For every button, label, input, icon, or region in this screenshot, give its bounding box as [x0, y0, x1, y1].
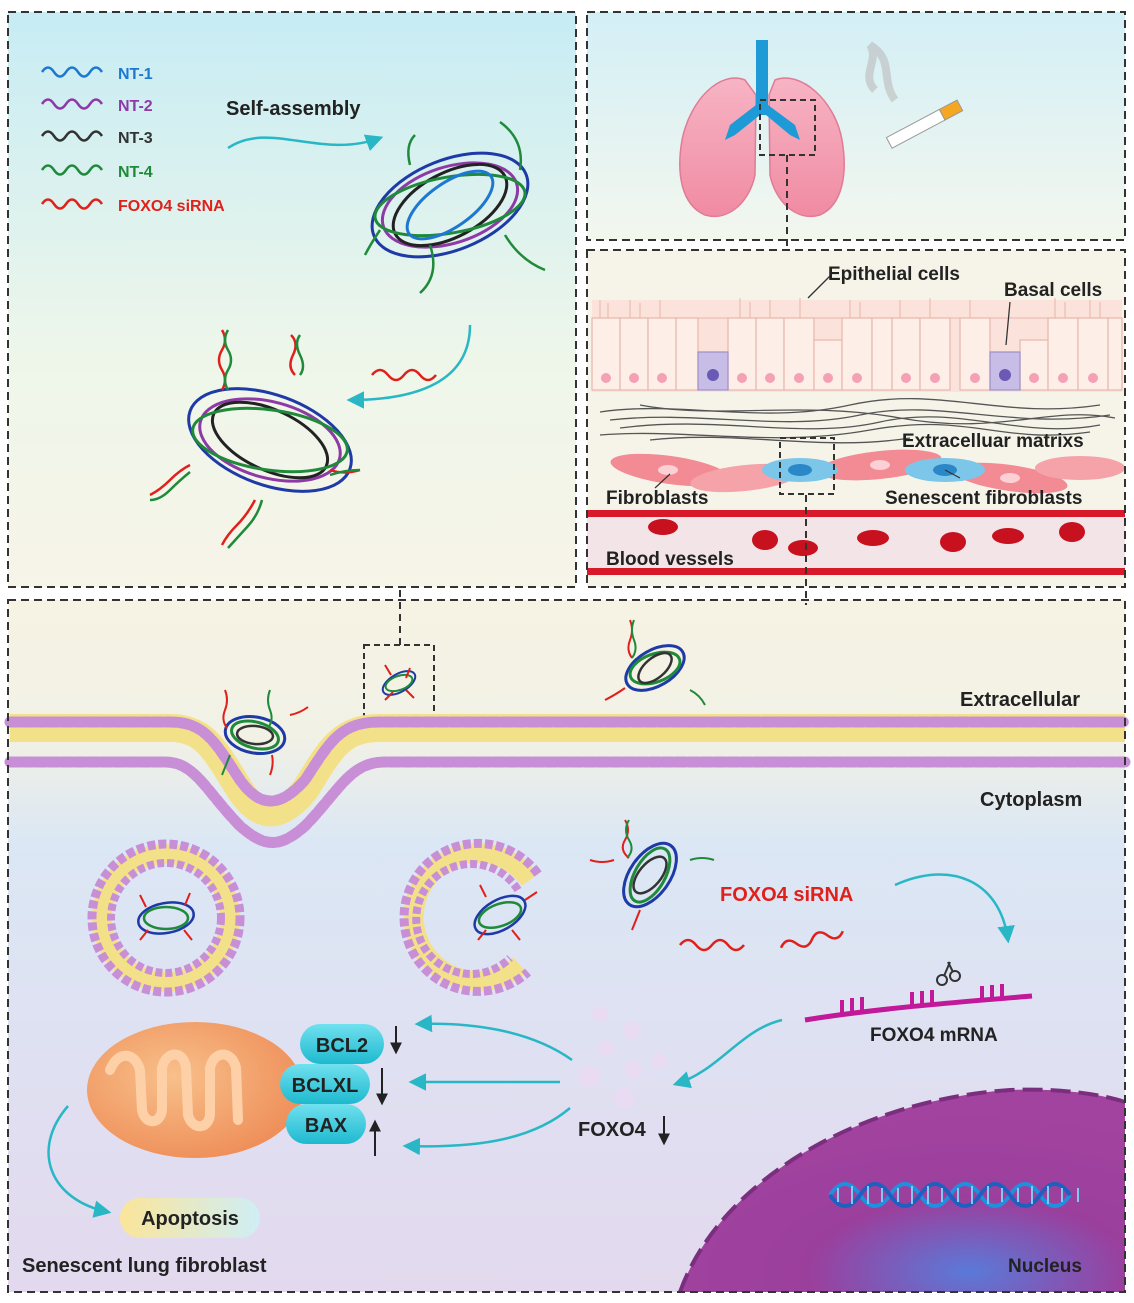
ecm-label: Extracelluar matrixs: [902, 431, 1084, 452]
lung-zoom-box: [759, 99, 816, 156]
cell-title: Senescent lung fibroblast: [22, 1255, 267, 1277]
blood-vessels-label: Blood vessels: [606, 549, 734, 570]
apoptosis-pill: Apoptosis: [120, 1198, 260, 1238]
cigarette-icon: [865, 41, 964, 149]
mito-to-apoptosis-arrow: [47, 1105, 112, 1218]
bcl2-pill: BCL2: [300, 1024, 384, 1064]
endosome-escape: [399, 838, 542, 996]
legend-label-nt1: NT-1: [118, 66, 153, 83]
foxo4-protein: [578, 1006, 667, 1108]
mrna-to-protein-arrow: [672, 1018, 783, 1089]
epithelial-label: Epithelial cells: [828, 264, 960, 285]
sirna-attach-arrow: [346, 324, 472, 409]
panel-b-border: [586, 11, 1126, 241]
trachea: [725, 40, 800, 140]
extracellular-matrix: [599, 397, 1116, 444]
cell-membrane: [4, 714, 1131, 848]
dna-helix-icon: [828, 1182, 1079, 1208]
self-assembly-arrow: [227, 134, 384, 152]
apoptosis-label: Apoptosis: [141, 1208, 239, 1230]
bclxl-pill: BCLXL: [280, 1064, 370, 1104]
panel-b: [586, 11, 1126, 241]
free-sirna-icon: [371, 368, 437, 382]
bcl2-label: BCL2: [316, 1035, 368, 1057]
bax-pill: BAX: [286, 1104, 366, 1144]
panel-c-border: [586, 249, 1126, 588]
nanoparticle-extracellular: [604, 619, 706, 736]
legend-label-nt3: NT-3: [118, 130, 153, 147]
basal-label: Basal cells: [1004, 280, 1102, 301]
legend-item-nt3: NT-3: [40, 130, 153, 147]
bclxl-label: BCLXL: [292, 1075, 359, 1097]
nanoparticle-endocytosis: [221, 689, 309, 776]
epithelial-pointer: [807, 275, 831, 299]
panel-b-background: [587, 12, 1125, 240]
fibroblast-zoom-box: [779, 437, 835, 495]
nt2-strand-icon: [40, 98, 104, 110]
extracellular-label: Extracellular: [960, 689, 1080, 711]
dna-tetrahedron-sirna: [149, 329, 361, 549]
nucleus-label: Nucleus: [1008, 1256, 1082, 1277]
fibroblasts-label: Fibroblasts: [606, 488, 708, 509]
epithelial-layer: [591, 298, 1123, 392]
self-assembly-label: Self-assembly: [226, 98, 361, 120]
nt1-strand-icon: [40, 66, 104, 78]
bax-label: BAX: [305, 1115, 348, 1137]
blood-vessel: [587, 510, 1125, 575]
nanoparticle-small: [381, 664, 417, 701]
panel-a: NT-1 NT-2 NT-3 NT-4 FOXO4 siRNA Self-ass…: [7, 11, 577, 588]
foxo4-label: FOXO4: [578, 1119, 647, 1141]
legend-label-sirna: FOXO4 siRNA: [118, 198, 225, 215]
legend-item-nt4: NT-4: [40, 164, 153, 181]
foxo4-to-bax-arrow: [402, 1107, 571, 1156]
nanoparticle-cytoplasm: [589, 819, 715, 931]
foxo4-to-bcl2-arrow: [414, 1014, 573, 1062]
legend-item-nt1: NT-1: [40, 66, 153, 83]
released-sirna: [679, 938, 745, 952]
basal-pointer: [1005, 301, 1011, 346]
mrna-label: FOXO4 mRNA: [870, 1025, 998, 1046]
left-lung: [679, 77, 757, 218]
dna-tetrahedron-top: [363, 120, 546, 294]
legend-label-nt2: NT-2: [118, 98, 153, 115]
endosome-closed: [87, 839, 245, 997]
sirna-label: FOXO4 siRNA: [720, 884, 853, 906]
legend-item-nt2: NT-2: [40, 98, 153, 115]
legend-item-sirna: FOXO4 siRNA: [40, 198, 225, 215]
senescent-label: Senescent fibroblasts: [885, 488, 1082, 509]
legend-label-nt4: NT-4: [118, 164, 153, 181]
legend: NT-1 NT-2 NT-3 NT-4 FOXO4 siRNA: [40, 66, 225, 215]
nt3-strand-icon: [40, 130, 104, 142]
sirna-to-mrna-arrow: [894, 873, 1015, 944]
sirna-strand-icon: [40, 198, 104, 210]
cytoplasm-label: Cytoplasm: [980, 789, 1082, 811]
scissors-icon: [936, 961, 961, 986]
nt4-strand-icon: [40, 164, 104, 176]
foxo4-mrna: [804, 961, 1033, 1023]
nucleus: Nucleus: [678, 1087, 1126, 1293]
panel-c: Epithelial cells Basal cells Extracellua…: [586, 249, 1126, 588]
mitochondrion: [87, 1022, 303, 1158]
released-sirna: [779, 930, 844, 949]
panel-d: Extracellular Cytoplasm: [4, 495, 1131, 1293]
panel-d-border: [7, 599, 1126, 1293]
nanoparticle-zoom-box: [363, 644, 435, 718]
